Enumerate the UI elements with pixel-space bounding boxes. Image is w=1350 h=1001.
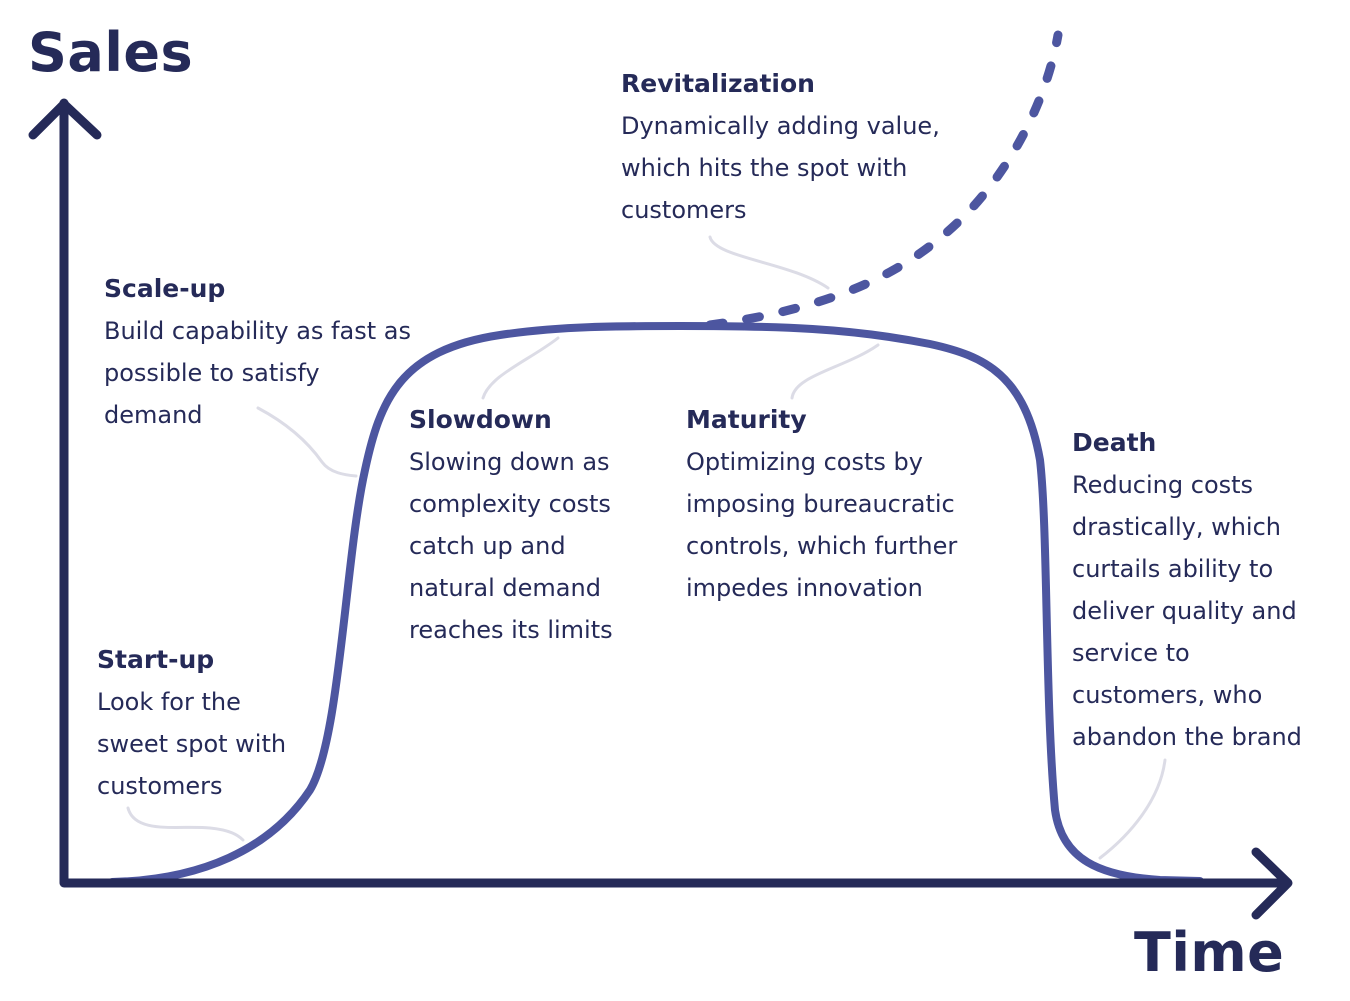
x-axis-arrowhead xyxy=(1251,847,1293,920)
stage-slowdown: Slowdown Slowing down as complexity cost… xyxy=(409,399,613,651)
stage-title: Death xyxy=(1072,428,1157,457)
stage-description-line: possible to satisfy xyxy=(104,359,320,387)
stage-description-line: curtails ability to xyxy=(1072,555,1274,583)
slowdown-leader-line xyxy=(481,336,560,400)
stage-description-line: Slowing down as xyxy=(409,448,610,476)
stage-scaleup: Scale-up Build capability as fast as pos… xyxy=(104,268,411,436)
stage-title: Slowdown xyxy=(409,405,552,434)
stage-description-line: Reducing costs xyxy=(1072,471,1254,499)
stage-description-line: demand xyxy=(104,401,203,429)
maturity-leader-line xyxy=(790,343,880,400)
lifecycle-curve xyxy=(108,322,1204,886)
revitalization-leader-line xyxy=(708,235,830,290)
stage-description-line: customers xyxy=(97,772,223,800)
stage-description-line: catch up and xyxy=(409,532,566,560)
stage-description-line: reaches its limits xyxy=(409,616,613,644)
stage-description-line: Dynamically adding value, xyxy=(621,112,940,140)
stage-description-line: imposing bureaucratic xyxy=(686,490,955,518)
stage-description-line: service to xyxy=(1072,639,1190,667)
stage-startup: Start-up Look for the sweet spot with cu… xyxy=(97,639,286,807)
startup-leader-line xyxy=(126,806,245,842)
stage-description-line: controls, which further xyxy=(686,532,958,560)
stage-description-line: sweet spot with xyxy=(97,730,287,758)
stage-description-line: natural demand xyxy=(409,574,601,602)
scaleup-leader-line xyxy=(256,406,358,478)
stage-death: Death Reducing costs drastically, which … xyxy=(1072,422,1302,758)
revitalization-curve xyxy=(705,30,1063,330)
stage-description-line: abandon the brand xyxy=(1072,723,1302,751)
stage-description-line: Optimizing costs by xyxy=(686,448,923,476)
stage-description-line: impedes innovation xyxy=(686,574,923,602)
stage-description-line: customers xyxy=(621,196,747,224)
stage-description-line: deliver quality and xyxy=(1072,597,1297,625)
stage-description-line: drastically, which xyxy=(1072,513,1282,541)
stage-title: Start-up xyxy=(97,645,215,674)
stage-title: Scale-up xyxy=(104,274,226,303)
stage-description-line: Build capability as fast as xyxy=(104,317,411,345)
y-axis-label: Sales xyxy=(28,21,194,84)
stage-title: Revitalization xyxy=(621,69,815,98)
x-axis-label: Time xyxy=(1134,921,1285,984)
death-leader-line xyxy=(1098,758,1167,860)
y-axis-arrowhead xyxy=(28,99,102,140)
stage-description-line: customers, who xyxy=(1072,681,1263,709)
stage-description-line: Look for the xyxy=(97,688,241,716)
stage-title: Maturity xyxy=(686,405,807,434)
stage-description-line: complexity costs xyxy=(409,490,611,518)
stage-maturity: Maturity Optimizing costs by imposing bu… xyxy=(686,399,957,609)
stage-description-line: which hits the spot with xyxy=(621,154,908,182)
stage-revitalization: Revitalization Dynamically adding value,… xyxy=(621,63,940,231)
